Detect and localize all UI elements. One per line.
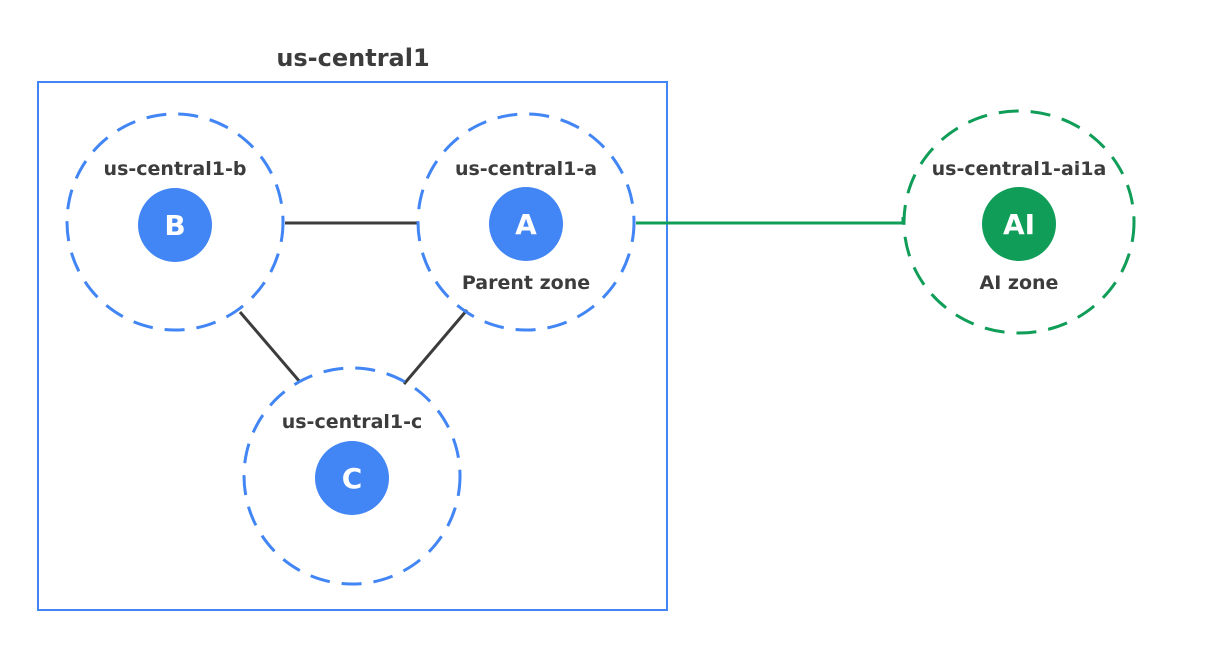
zone-ai-caption: AI zone <box>980 272 1059 294</box>
zone-a: us-central1-a A Parent zone <box>416 112 636 332</box>
zone-b-letter: B <box>164 209 185 242</box>
zone-b-node <box>138 188 212 262</box>
zone-b-name: us-central1-b <box>104 158 247 180</box>
link-a-ai <box>636 217 905 225</box>
zone-ai-letter: AI <box>1003 208 1035 241</box>
zone-a-caption: Parent zone <box>462 272 590 294</box>
region-box <box>37 81 668 611</box>
zone-a-letter: A <box>515 208 537 241</box>
region-title: us-central1 <box>276 44 429 72</box>
zone-ai-name: us-central1-ai1a <box>932 158 1107 180</box>
zone-b: us-central1-b B <box>65 112 285 332</box>
zone-b-boundary <box>65 112 285 332</box>
zone-ai-boundary <box>902 109 1136 335</box>
zone-a-node <box>489 187 563 261</box>
zone-a-boundary <box>416 112 636 332</box>
zone-a-name: us-central1-a <box>455 158 597 180</box>
zone-c: us-central1-c C <box>242 366 462 586</box>
link-b-c <box>238 311 302 383</box>
zone-ai-node <box>982 187 1056 261</box>
zone-c-name: us-central1-c <box>282 411 423 433</box>
zone-c-letter: C <box>342 462 363 495</box>
zone-ai: us-central1-ai1a AI AI zone <box>902 109 1136 335</box>
link-a-c <box>402 309 469 385</box>
zone-c-boundary <box>242 366 462 586</box>
zone-c-node <box>315 441 389 515</box>
